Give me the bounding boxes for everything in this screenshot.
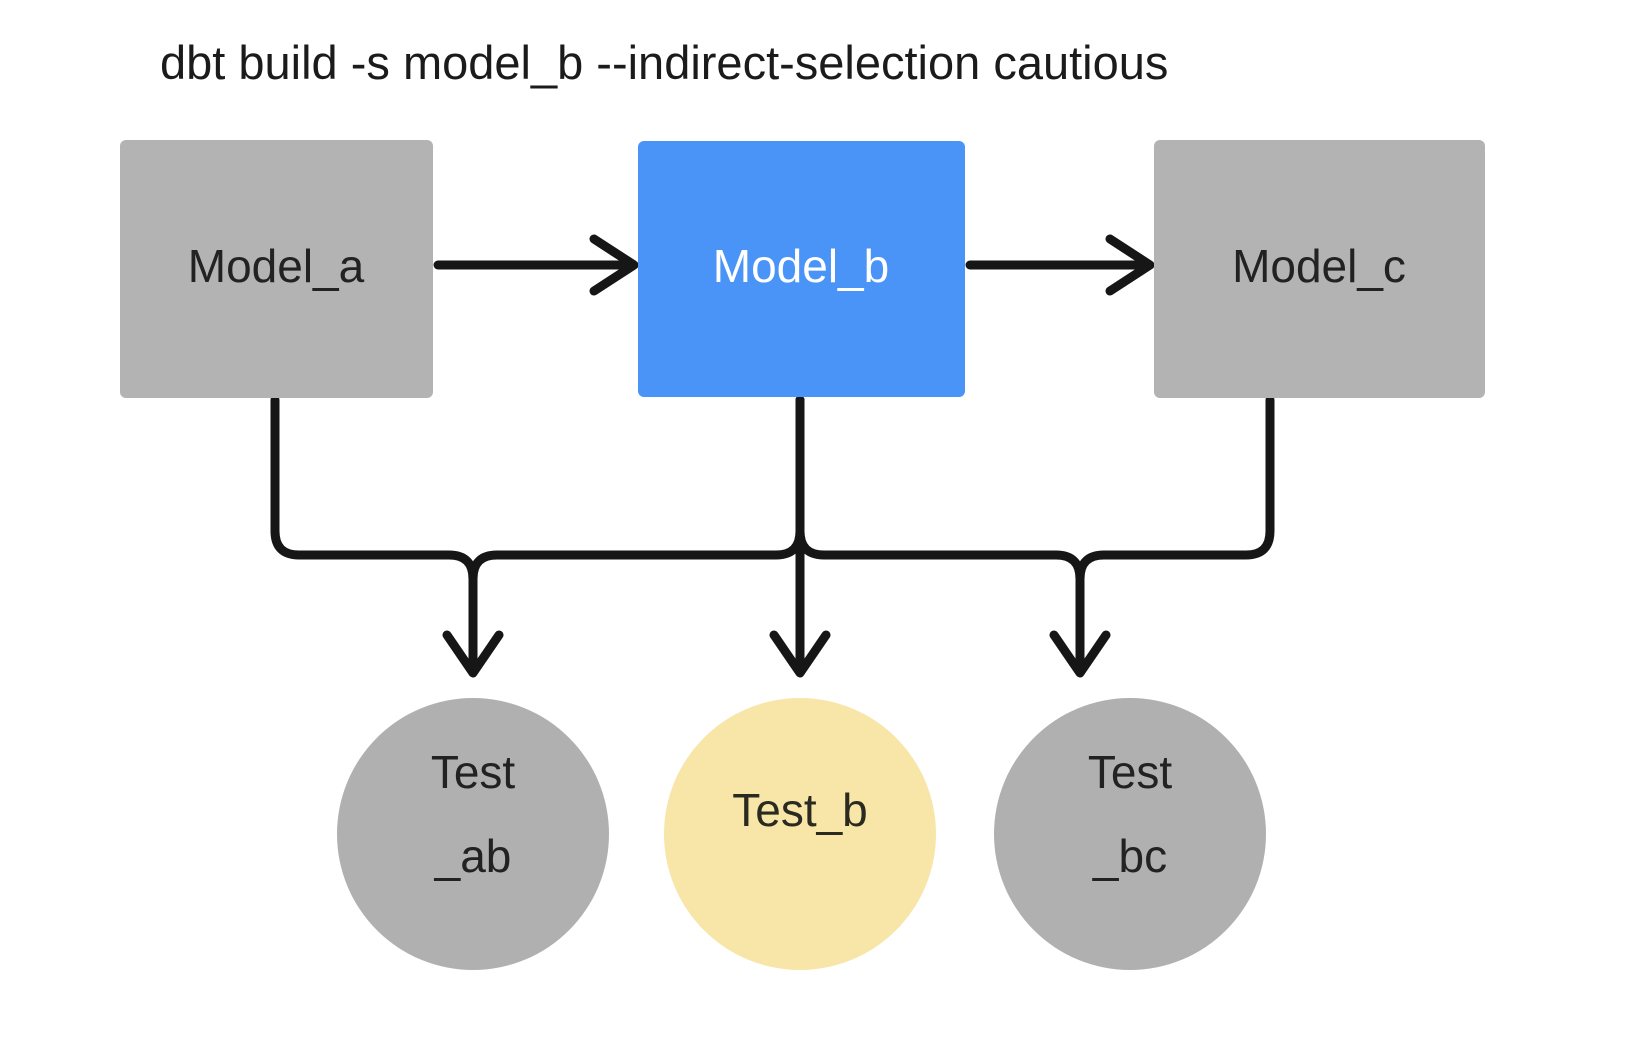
- edge-model-c-to-test-bc: [1075, 395, 1275, 670]
- node-test-ab-label-line-2: _ab: [434, 830, 512, 882]
- node-test-bc-shape[interactable]: [994, 698, 1266, 970]
- edge-model-b-to-test-bc: [795, 395, 1111, 678]
- node-model-c-shape[interactable]: [1154, 140, 1485, 398]
- page-title: dbt build -s model_b --indirect-selectio…: [160, 36, 1168, 89]
- node-model-a-shape[interactable]: [120, 140, 433, 398]
- edge-model-a-to-model-b: [433, 234, 639, 296]
- node-test-b[interactable]: Test_b: [664, 698, 936, 970]
- node-test-ab[interactable]: Test _ab: [337, 698, 609, 970]
- edge-model-a-to-test-ab: [270, 395, 504, 678]
- edge-model-b-to-model-c: [965, 234, 1155, 296]
- node-test-ab-shape[interactable]: [337, 698, 609, 970]
- node-model-a-label: Model_a: [188, 240, 365, 292]
- node-model-c-label: Model_c: [1232, 240, 1406, 292]
- node-model-b-shape[interactable]: [638, 141, 965, 397]
- node-model-c[interactable]: Model_c: [1154, 140, 1485, 398]
- node-model-a[interactable]: Model_a: [120, 140, 433, 398]
- node-test-ab-label-line-1: Test: [431, 746, 516, 798]
- node-test-bc-label-line-2: _bc: [1092, 830, 1167, 882]
- node-model-b-label: Model_b: [713, 240, 889, 292]
- edge-model-b-to-test-ab: [468, 395, 805, 670]
- node-test-b-shape[interactable]: [664, 698, 936, 970]
- node-test-bc[interactable]: Test _bc: [994, 698, 1266, 970]
- node-test-bc-label-line-1: Test: [1088, 746, 1173, 798]
- node-model-b[interactable]: Model_b: [638, 141, 965, 397]
- node-test-b-label: Test_b: [732, 784, 868, 836]
